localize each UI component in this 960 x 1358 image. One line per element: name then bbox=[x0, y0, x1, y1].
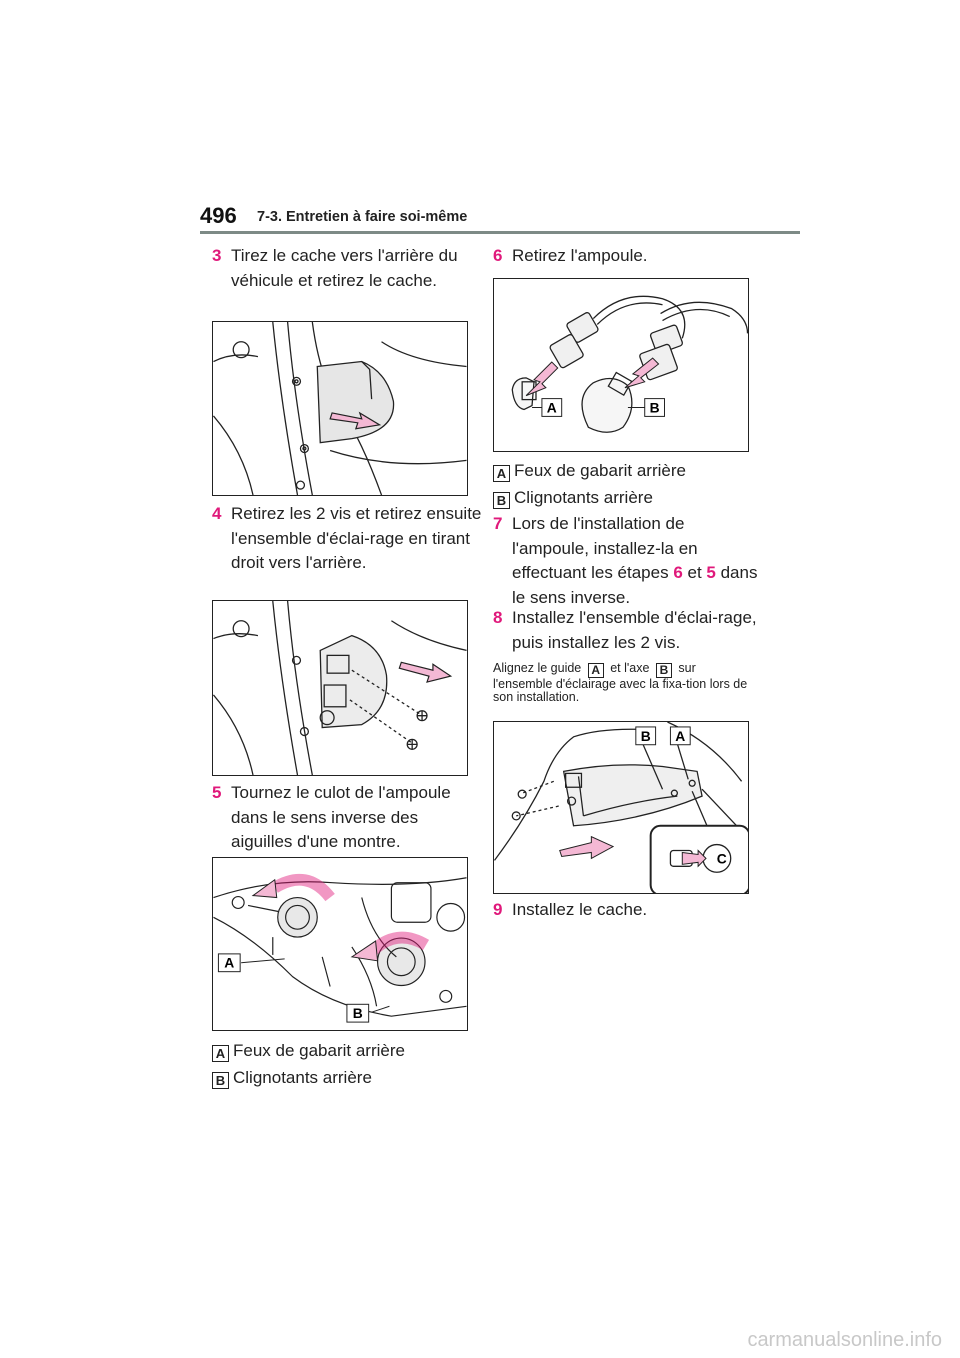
step-number: 3 bbox=[212, 246, 222, 265]
legend-marker: B bbox=[493, 492, 510, 509]
step-4: 4 Retirez les 2 vis et retirez ensuite l'… bbox=[212, 502, 482, 576]
step-number: 7 bbox=[493, 514, 503, 533]
figure-remove-bulbs: A B bbox=[493, 278, 749, 452]
legend-text: Feux de gabarit arrière bbox=[233, 1041, 405, 1060]
figure-label-a: A bbox=[547, 399, 557, 415]
legend-marker: B bbox=[212, 1072, 229, 1089]
step-text: Lors de l'installation de l'ampoule, ins… bbox=[512, 514, 698, 582]
note-text: et l'axe bbox=[606, 661, 653, 675]
section-title: 7-3. Entretien à faire soi-même bbox=[257, 209, 468, 225]
step-text: Tirez le cache vers l'arrière du véhicul… bbox=[231, 246, 458, 290]
figure-install-light-assembly: C B A bbox=[493, 721, 749, 894]
figure-label-a: A bbox=[675, 728, 685, 744]
step-7: 7 Lors de l'installation de l'ampoule, in… bbox=[493, 512, 763, 610]
figure-label-c: C bbox=[717, 850, 727, 866]
step-text: Retirez les 2 vis et retirez ensuite l'e… bbox=[231, 504, 482, 572]
step-number: 8 bbox=[493, 608, 503, 627]
note-marker-b: B bbox=[655, 663, 672, 678]
installation-note: Alignez le guide A et l'axe B sur l'ense… bbox=[493, 662, 753, 704]
step-9: 9 Installez le cache. bbox=[493, 898, 763, 923]
step-text: et bbox=[682, 563, 707, 582]
step-3: 3 Tirez le cache vers l'arrière du véhicu… bbox=[212, 244, 482, 293]
figure-remove-screws bbox=[212, 600, 468, 776]
figure-label-a: A bbox=[224, 955, 234, 971]
figure-remove-cover bbox=[212, 321, 468, 496]
watermark: carmanualsonline.info bbox=[747, 1329, 942, 1351]
step-text: Installez l'ensemble d'éclai-rage, puis … bbox=[512, 608, 757, 652]
note-text: sur l'ensemble d'éclairage avec la fixa-… bbox=[493, 661, 748, 704]
legend-text: Clignotants arrière bbox=[233, 1068, 372, 1087]
legend-marker: A bbox=[493, 465, 510, 482]
figure-label-b: B bbox=[650, 399, 660, 415]
step-6: 6 Retirez l'ampoule. bbox=[493, 244, 763, 269]
legend-text: Feux de gabarit arrière bbox=[514, 461, 686, 480]
page-number: 496 bbox=[200, 203, 237, 228]
figure-label-b: B bbox=[353, 1005, 363, 1021]
step-text: Installez le cache. bbox=[512, 900, 648, 919]
step-number: 5 bbox=[212, 783, 222, 802]
step-number: 6 bbox=[493, 246, 503, 265]
step-number: 9 bbox=[493, 900, 503, 919]
step-reference: 5 bbox=[706, 563, 716, 582]
figure-turn-bulb-socket: A B bbox=[212, 857, 468, 1031]
note-text: Alignez le guide bbox=[493, 661, 585, 675]
legend-marker: A bbox=[212, 1045, 229, 1062]
figure-label-b: B bbox=[641, 728, 651, 744]
legend-text: Clignotants arrière bbox=[514, 488, 653, 507]
note-marker-a: A bbox=[587, 663, 604, 678]
step-reference: 6 bbox=[673, 563, 683, 582]
step-8: 8 Installez l'ensemble d'éclai-rage, puis… bbox=[493, 606, 763, 655]
step-5: 5 Tournez le culot de l'ampoule dans le s… bbox=[212, 781, 482, 855]
step-text: dans le sens inverse. bbox=[512, 563, 758, 607]
step-text: Tournez le culot de l'ampoule dans le se… bbox=[231, 783, 451, 851]
step-text: Retirez l'ampoule. bbox=[512, 246, 648, 265]
step-number: 4 bbox=[212, 504, 222, 523]
header-rule bbox=[200, 231, 800, 234]
